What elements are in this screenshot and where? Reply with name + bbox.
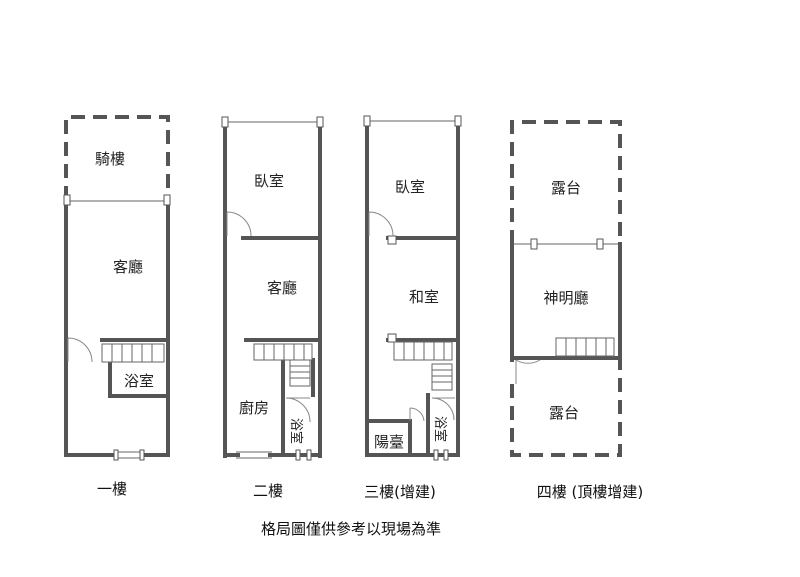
arcade-outline: [64, 115, 170, 200]
room-label-bedroom: 臥室: [254, 172, 284, 190]
door-swing: [515, 359, 541, 384]
floor-4-plan: 露台 神明廳 露台 四樓 (頂樓增建): [510, 120, 643, 501]
room-label-shrine-hall: 神明廳: [543, 289, 588, 307]
room-label-japanese-room: 和室: [409, 288, 439, 306]
room-label-bedroom: 臥室: [395, 178, 425, 196]
footnote: 格局圖僅供參考以現場為準: [261, 520, 441, 538]
door-swing: [226, 211, 252, 237]
floor-label-2: 二樓: [253, 482, 283, 500]
room-label-living: 客廳: [267, 279, 297, 297]
floor-label-1: 一樓: [97, 480, 127, 498]
floor-1-walls: [64, 198, 170, 457]
room-label-arcade: 騎樓: [95, 150, 125, 168]
floor-2-side-walls: [223, 122, 322, 458]
floor-label-4: 四樓 (頂樓增建): [537, 483, 643, 501]
room-label-bath: 浴室: [124, 372, 154, 390]
floor-1-plan: 騎樓 客廳 浴室 一樓: [63, 115, 171, 498]
room-label-kitchen: 廚房: [239, 399, 269, 417]
floor-2-plan: 臥室 客廳 廚房 浴室 二樓: [221, 116, 324, 500]
floor-3-plan: 臥室 和室 陽臺 浴室 三樓(增建): [363, 115, 462, 501]
terrace-top-outline: [510, 120, 622, 244]
room-label-balcony: 陽臺: [374, 433, 404, 451]
room-label-terrace-bottom: 露台: [549, 404, 579, 422]
room-label-living: 客廳: [113, 258, 143, 276]
stairs: [253, 343, 313, 387]
room-label-bath: 浴室: [288, 418, 304, 444]
floor-3-walls: [365, 122, 460, 457]
shrine-walls: [510, 242, 622, 362]
floor-label-3: 三樓(增建): [364, 483, 436, 501]
stairs: [555, 337, 615, 357]
door-swing: [368, 211, 394, 237]
room-label-bath: 浴室: [432, 416, 448, 442]
door-swing: [67, 337, 93, 363]
room-label-terrace-top: 露台: [551, 179, 581, 197]
stairs: [101, 343, 165, 363]
stairs: [393, 341, 453, 391]
bath-walls: [100, 338, 168, 398]
terrace-bottom-outline: [510, 360, 622, 457]
